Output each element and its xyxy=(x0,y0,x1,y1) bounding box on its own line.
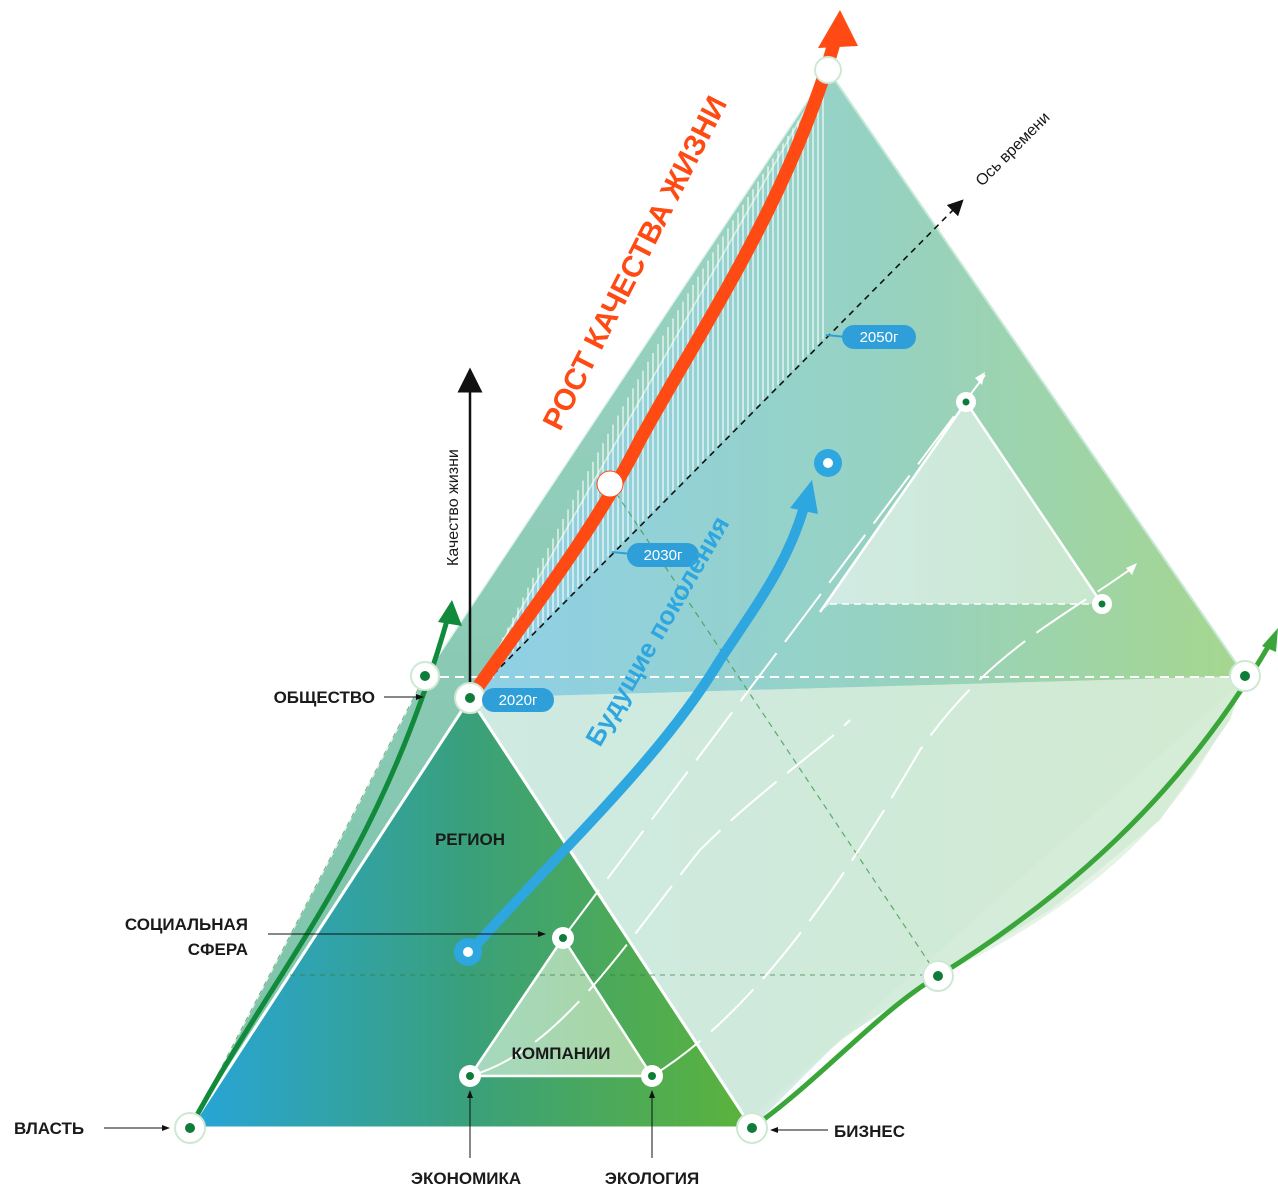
white-flow-lines xyxy=(469,374,1136,1077)
node-power xyxy=(174,1112,206,1144)
future-inner-triangle xyxy=(820,402,1102,612)
social-sphere-label-2: СФЕРА xyxy=(188,940,248,959)
quality-growth-arrowhead xyxy=(818,10,858,48)
time-axis-line xyxy=(469,199,964,699)
svg-text:2030г: 2030г xyxy=(644,547,683,564)
quality-axis-label: Качество жизни xyxy=(445,449,462,566)
year-tag-2020: 2020г xyxy=(482,688,554,712)
region-label: РЕГИОН xyxy=(435,830,505,849)
left-green-arrow xyxy=(187,609,453,1130)
node-business xyxy=(736,1112,768,1144)
economy-label: ЭКОНОМИКА xyxy=(411,1169,521,1188)
left-green-arrowhead xyxy=(438,600,462,626)
green-dashed-left xyxy=(189,675,426,1129)
business-label: БИЗНЕС xyxy=(834,1122,905,1141)
node-right-far xyxy=(1229,660,1261,692)
node-future-top xyxy=(956,392,976,412)
power-label: ВЛАСТЬ xyxy=(14,1119,84,1138)
svg-text:2050г: 2050г xyxy=(860,329,899,346)
future-generations-arrow xyxy=(465,495,811,957)
node-society-left xyxy=(410,661,440,691)
white-flow-arrowheads xyxy=(975,372,1137,575)
node-ecology xyxy=(641,1065,663,1087)
node-business-mid xyxy=(922,960,954,992)
time-axis-label: Ось времени xyxy=(973,109,1054,190)
future-generations-arrowhead xyxy=(790,480,818,514)
node-blue-start xyxy=(454,938,482,966)
node-blue-end xyxy=(814,449,842,477)
social-sphere-label-1: СОЦИАЛЬНАЯ xyxy=(125,915,248,934)
ecology-label: ЭКОЛОГИЯ xyxy=(605,1169,700,1188)
node-future-right xyxy=(1092,594,1112,614)
right-green-arrow xyxy=(750,638,1275,1131)
companies-triangle xyxy=(467,935,655,1078)
svg-text:2020г: 2020г xyxy=(499,692,538,709)
node-social xyxy=(552,927,574,949)
society-label: ОБЩЕСТВО xyxy=(274,688,375,707)
prism-right-curved-face xyxy=(470,676,1245,1128)
node-society xyxy=(454,682,486,714)
right-green-arrowhead xyxy=(1262,628,1278,652)
node-2030 xyxy=(596,470,624,498)
year-tag-2050: 2050г xyxy=(825,325,916,349)
companies-label: КОМПАНИИ xyxy=(512,1044,611,1063)
quality-growth-arrow xyxy=(463,33,842,705)
year-tag-2030: 2030г xyxy=(611,543,699,567)
node-top xyxy=(814,56,842,84)
node-economy xyxy=(459,1065,481,1087)
